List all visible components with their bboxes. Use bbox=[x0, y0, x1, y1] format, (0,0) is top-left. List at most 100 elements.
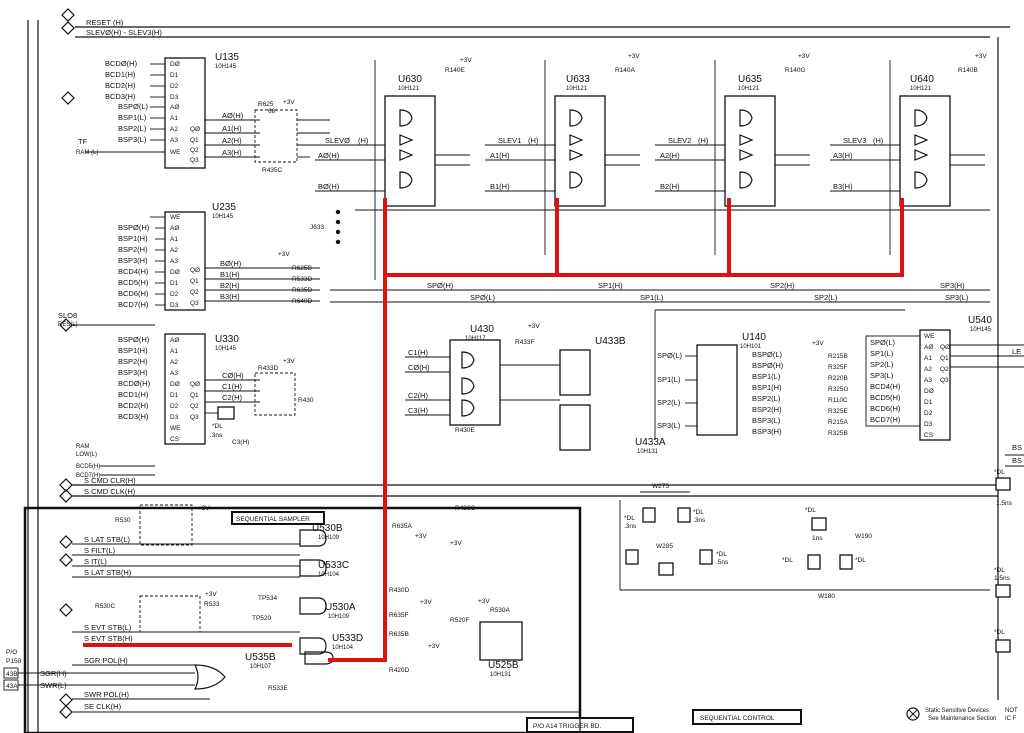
r530a-plus3v: +3V bbox=[478, 598, 490, 605]
r530-plus3v: +3V bbox=[198, 505, 210, 512]
u140-out-2: BSP1(L) bbox=[752, 372, 781, 381]
r430d-label: R430D bbox=[389, 587, 410, 594]
r530-label: R530 bbox=[115, 517, 131, 524]
svg-text:Q1: Q1 bbox=[940, 355, 949, 362]
le-label: LE bbox=[1012, 347, 1021, 356]
bcd5-label: BCD5(H) bbox=[76, 464, 100, 470]
ns-1: .3ns bbox=[624, 523, 637, 530]
u635-plus3v: +3V bbox=[798, 53, 810, 60]
r635a-label: R635A bbox=[392, 523, 413, 530]
svg-text:Q1: Q1 bbox=[190, 137, 199, 144]
highlight-trace bbox=[83, 198, 904, 662]
u135-in-2: BCD2(H) bbox=[105, 81, 136, 90]
r533-plus3v: +3V bbox=[205, 591, 217, 598]
svg-text:A2: A2 bbox=[170, 359, 178, 366]
svg-text:D1: D1 bbox=[170, 392, 179, 399]
u135-in-6: BSP2(L) bbox=[118, 124, 147, 133]
u540-in-0: SPØ(L) bbox=[870, 338, 896, 347]
u140-out-0: BSPØ(L) bbox=[752, 350, 783, 359]
u533d-type: 10H104 bbox=[332, 645, 354, 651]
u533c-type: 10H104 bbox=[318, 572, 340, 578]
dl-4: *DL bbox=[805, 507, 816, 514]
u235-plus3v: +3V bbox=[278, 251, 290, 258]
u330-out-2: C2(H) bbox=[222, 393, 243, 402]
svg-text:A1(H): A1(H) bbox=[222, 124, 242, 133]
dl-2: *DL bbox=[693, 509, 704, 516]
svg-text:A2: A2 bbox=[924, 366, 932, 373]
svg-text:Q2: Q2 bbox=[190, 147, 199, 154]
u433a-type: 10H131 bbox=[637, 449, 659, 455]
svg-text:DØ: DØ bbox=[170, 61, 180, 68]
svg-text:D3: D3 bbox=[924, 421, 933, 428]
ns-5: 1.5ns bbox=[996, 500, 1013, 507]
u640-plus3v: +3V bbox=[975, 53, 987, 60]
u540-in-1: SP1(L) bbox=[870, 349, 894, 358]
u633-res: R140A bbox=[615, 67, 636, 74]
svg-text:Q3: Q3 bbox=[190, 300, 199, 307]
svg-text:Q3: Q3 bbox=[190, 414, 199, 421]
svg-text:(H): (H) bbox=[528, 136, 539, 145]
svg-text:Q3: Q3 bbox=[190, 157, 199, 164]
sp2h-label: SP2(H) bbox=[770, 281, 795, 290]
u235-out-3: B3(H) bbox=[220, 292, 240, 301]
r433g-label: R433G bbox=[455, 505, 476, 512]
r625-ohm: 68 bbox=[268, 108, 276, 115]
svg-text:A1(H): A1(H) bbox=[490, 151, 510, 160]
svg-text:A2(H): A2(H) bbox=[660, 151, 680, 160]
low-l-label: LOW(L) bbox=[76, 452, 97, 458]
u540-in-5: BCD5(H) bbox=[870, 393, 901, 402]
svg-text:(H): (H) bbox=[358, 136, 369, 145]
sequential-sampler: SEQUENTIAL SAMPLER R530 +3V S LAT STB(L)… bbox=[3, 504, 582, 733]
u135-in-3: BCD3(H) bbox=[105, 92, 136, 101]
svg-text:SLEV1: SLEV1 bbox=[498, 136, 521, 145]
svg-text:D2: D2 bbox=[170, 291, 179, 298]
u330-in-0: BSPØ(H) bbox=[118, 335, 150, 344]
r520f-label: R520F bbox=[450, 617, 470, 624]
svg-text:DØ: DØ bbox=[170, 381, 180, 388]
r435c-label: R435C bbox=[262, 167, 283, 174]
p43a-label: 43A bbox=[6, 683, 18, 690]
slev-label: SLEVØ(H) - SLEV3(H) bbox=[86, 28, 162, 37]
r530a-label: R530A bbox=[490, 607, 511, 614]
svg-text:B1(H): B1(H) bbox=[490, 182, 510, 191]
svg-text:A3: A3 bbox=[924, 377, 932, 384]
see-maint-label: See Maintenance Section bbox=[928, 716, 996, 722]
svg-text:D1: D1 bbox=[170, 72, 179, 79]
bs-label-2: BS bbox=[1012, 456, 1022, 465]
u140-res-2: R220B bbox=[828, 375, 848, 382]
po-label: P/O bbox=[6, 649, 17, 656]
r430d-plus3v: +3V bbox=[420, 599, 432, 606]
delay-lines: W275 *DL .3ns *DL .3ns W285 *DL .5ns *DL… bbox=[619, 469, 1013, 653]
svg-text:A2: A2 bbox=[170, 247, 178, 254]
svg-text:D1: D1 bbox=[924, 399, 933, 406]
u533c-name: U533C bbox=[318, 560, 349, 571]
u140-out-3: BSP1(H) bbox=[752, 383, 782, 392]
j633-label: J633 bbox=[310, 224, 324, 231]
r433g-plus3v: +3V bbox=[450, 540, 462, 547]
sequential-sampler-label: SEQUENTIAL SAMPLER bbox=[236, 516, 310, 523]
u235-out-0: BØ(H) bbox=[220, 259, 242, 268]
svg-text:QØ: QØ bbox=[190, 381, 200, 388]
svg-text:D3: D3 bbox=[170, 414, 179, 421]
u140-out-7: BSP3(H) bbox=[752, 427, 782, 436]
u330-in-3: BSP3(H) bbox=[118, 368, 148, 377]
u533d-name: U533D bbox=[332, 633, 363, 644]
u140-type: 10H101 bbox=[740, 344, 762, 350]
slo8-label: SLO8 bbox=[58, 311, 77, 320]
u330-res-0: R433D bbox=[258, 365, 279, 372]
u433b-name: U433B bbox=[595, 336, 626, 347]
u140-in-3: SP3(L) bbox=[657, 421, 681, 430]
u530b-type: 10H109 bbox=[318, 535, 340, 541]
u540-name: U540 bbox=[968, 315, 992, 326]
u430-name: U430 bbox=[470, 324, 494, 335]
u140-plus3v: +3V bbox=[812, 340, 824, 347]
s-filt-label: S FILT(L) bbox=[84, 546, 116, 555]
svg-text:D3: D3 bbox=[170, 302, 179, 309]
u235-out-2: B2(H) bbox=[220, 281, 240, 290]
svg-text:Q3: Q3 bbox=[940, 377, 949, 384]
tp534-label: TP534 bbox=[258, 595, 278, 602]
svg-text:D2: D2 bbox=[170, 403, 179, 410]
ns-3: .5ns bbox=[716, 559, 729, 566]
dl-6: *DL bbox=[855, 557, 866, 564]
svg-text:CS: CS bbox=[924, 432, 934, 439]
